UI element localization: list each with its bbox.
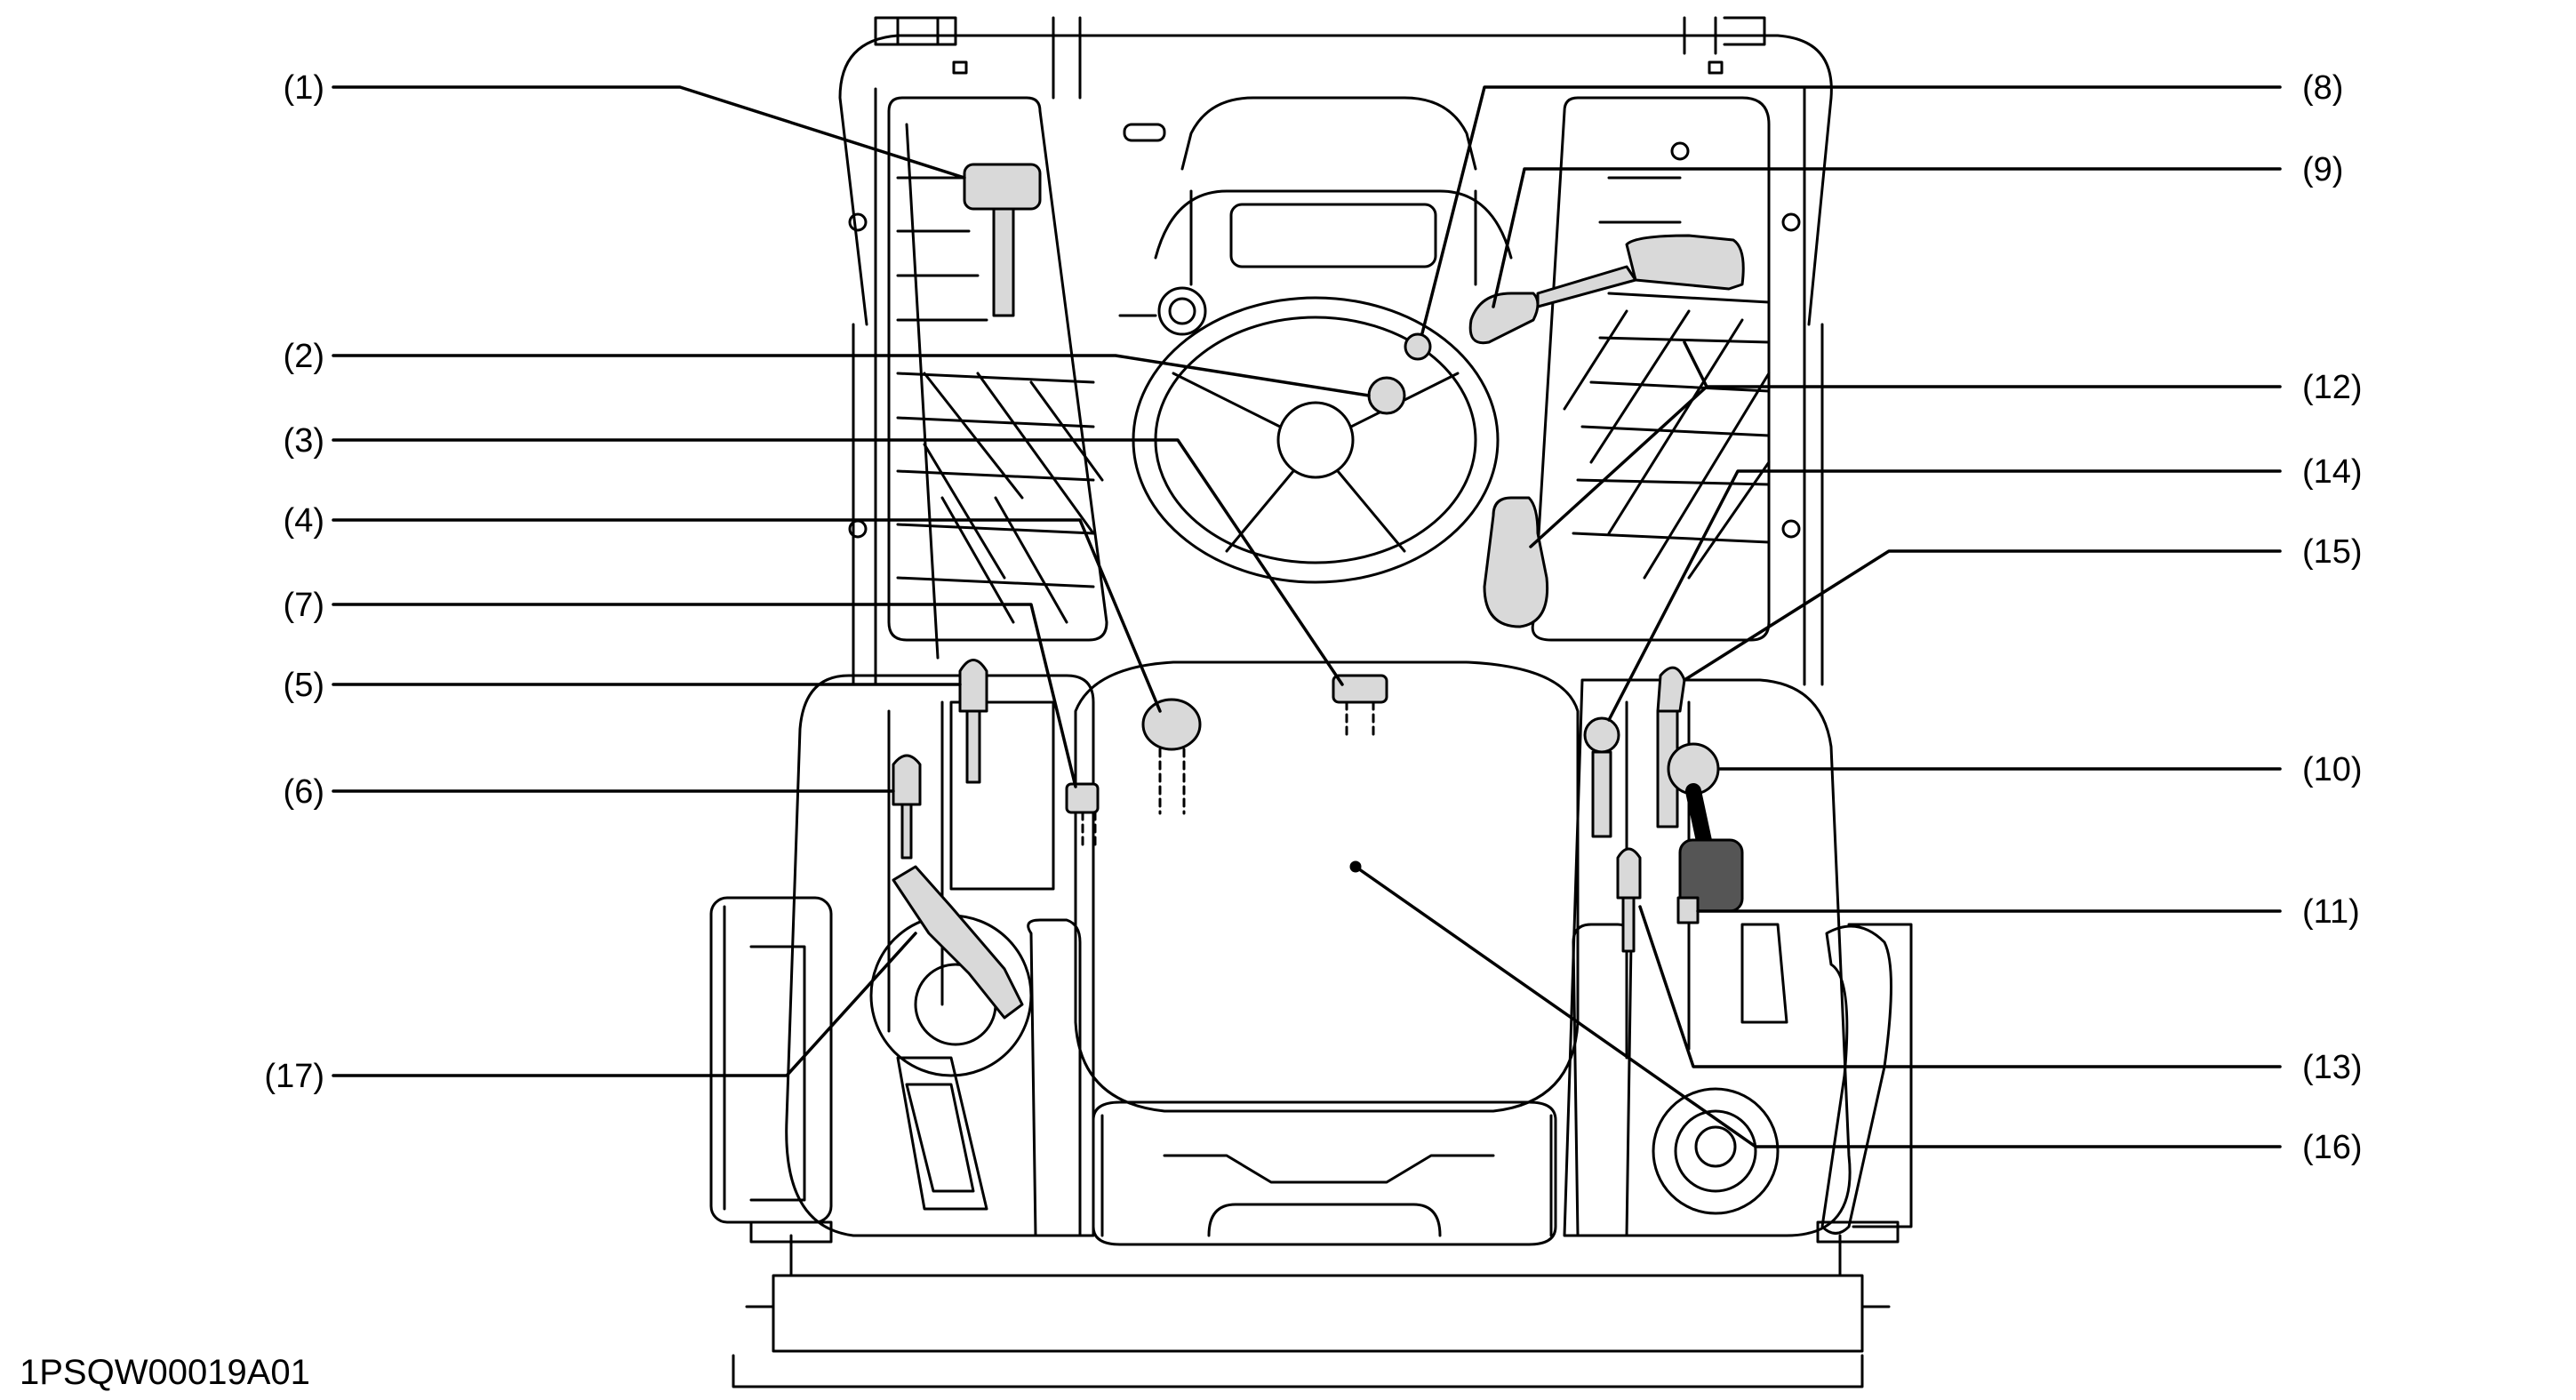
leader-13 [1638, 905, 2282, 1068]
part-2-knob [1367, 376, 1406, 415]
callout-5: (5) [283, 667, 324, 704]
part-8-switch [1404, 332, 1432, 361]
leader-15 [1683, 549, 2282, 682]
leader-4 [332, 518, 1162, 713]
part-14-knob [1583, 716, 1620, 838]
figure-code: 1PSQW00019A01 [20, 1353, 310, 1392]
leader-lines [332, 85, 2282, 1148]
part-17-belt [892, 865, 1024, 1020]
part-12-pedals [1483, 234, 1745, 628]
right-floor-mat [1531, 96, 1771, 642]
callout-17: (17) [264, 1058, 324, 1095]
leader-17 [332, 932, 917, 1077]
part-4-knob [1141, 698, 1202, 815]
leader-16 [1354, 865, 2282, 1148]
callout-15: (15) [2302, 533, 2363, 571]
part-7-pedal [1065, 782, 1100, 846]
callout-4: (4) [283, 502, 324, 540]
leader-3 [332, 438, 1344, 686]
part-6-lever [892, 754, 922, 860]
left-floor-mat [887, 96, 1108, 660]
callout-12: (12) [2302, 369, 2363, 406]
callout-1: (1) [283, 69, 324, 107]
callout-13: (13) [2302, 1049, 2363, 1086]
callout-7: (7) [283, 587, 324, 624]
leader-1 [332, 85, 966, 180]
part-3-column-base [1332, 674, 1388, 740]
left-front-box [709, 896, 833, 1224]
operator-seat [1027, 660, 1633, 1246]
callout-3: (3) [283, 422, 324, 460]
right-side-handle [1820, 923, 1913, 1235]
callout-8: (8) [2302, 69, 2344, 107]
part-13-lever [1616, 847, 1642, 953]
callout-9: (9) [2302, 151, 2344, 188]
callout-6: (6) [283, 773, 324, 811]
dashboard [1118, 96, 1513, 336]
callout-2: (2) [283, 338, 324, 375]
leader-8 [1420, 85, 2282, 335]
part-1-lever [963, 163, 1042, 317]
callout-14: (14) [2302, 453, 2363, 491]
tractor-body-outline [838, 16, 1833, 686]
leader-2 [332, 354, 1371, 397]
rear-bar [732, 1220, 1900, 1388]
callout-11: (11) [2302, 893, 2360, 931]
part-5-lever [958, 659, 988, 784]
part-9-lever [1468, 292, 1540, 345]
part-11-switch [1676, 896, 1700, 924]
leader-7 [332, 603, 1077, 788]
callout-16: (16) [2302, 1129, 2363, 1166]
steering-wheel [1132, 296, 1500, 584]
callout-10: (10) [2302, 751, 2363, 788]
leader-14 [1607, 469, 2282, 722]
leader-12 [1529, 340, 2282, 548]
leader-9 [1492, 167, 2282, 308]
